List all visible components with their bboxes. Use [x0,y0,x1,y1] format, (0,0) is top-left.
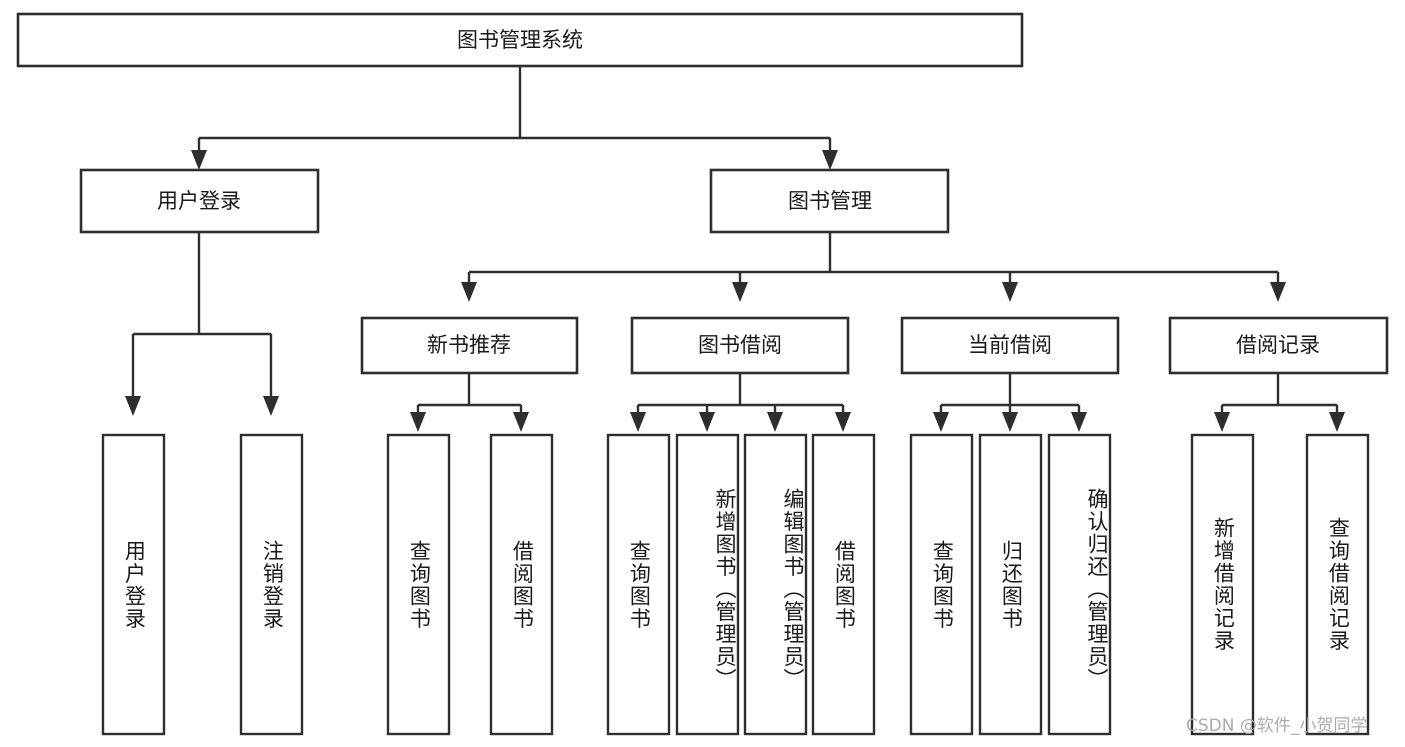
arrow-borrow-leaf-2 [699,412,715,432]
node-borrow-records[interactable]: 借阅记录 [1168,316,1389,375]
node-root-label: 图书管理系统 [457,28,583,52]
arrow-current-leaf-2 [1002,412,1018,432]
node-current-borrow[interactable]: 当前借阅 [900,316,1120,375]
leaf-box-borrow-edit[interactable] [743,433,808,736]
arrow-newbook-leaf-1 [410,412,426,432]
connector-userlogin-to-leaves [125,232,279,416]
arrow-current-leaf-1 [933,412,949,432]
node-book-management[interactable]: 图书管理 [709,168,950,234]
leaf-box-borrow-add[interactable] [675,433,740,736]
node-new-book-recommend[interactable]: 新书推荐 [360,316,579,375]
arrow-to-current-borrow [1002,282,1018,302]
leaf-box-newbook-query[interactable] [386,433,451,736]
arrow-newbook-leaf-2 [513,412,529,432]
arrow-to-user-login [191,150,207,170]
arrow-to-new-book [461,282,477,302]
leaf-box-borrow-lend[interactable] [811,433,876,736]
csdn-watermark: CSDN @软件_小贺同学 [1186,716,1368,736]
leaf-box-record-add[interactable] [1190,433,1255,736]
node-current-borrow-label: 当前借阅 [968,333,1052,357]
connector-root-to-level2 [191,66,838,170]
arrow-to-leaf-user-login [125,396,141,416]
arrow-to-book-borrow [732,282,748,302]
connector-current-to-leaves [933,373,1087,432]
connector-bookmgmt-to-level3 [461,232,1286,302]
node-book-management-label: 图书管理 [788,189,872,213]
arrow-records-leaf-1 [1214,412,1230,432]
connector-records-to-leaves [1214,373,1345,432]
node-borrow-records-label: 借阅记录 [1236,333,1320,357]
arrow-to-book-mgmt [822,150,838,170]
node-book-borrow-label: 图书借阅 [698,333,782,357]
node-new-book-recommend-label: 新书推荐 [427,333,511,357]
arrow-borrow-leaf-4 [835,412,851,432]
leaf-box-record-query[interactable] [1305,433,1370,736]
arrow-borrow-leaf-1 [630,412,646,432]
arrow-current-leaf-3 [1071,412,1087,432]
leaf-box-current-confirm[interactable] [1047,433,1112,736]
node-user-login[interactable]: 用户登录 [79,168,320,234]
leaf-box-borrow-query[interactable] [606,433,671,736]
arrow-borrow-leaf-3 [767,412,783,432]
leaf-box-newbook-borrow[interactable] [489,433,554,736]
connector-newbook-to-leaves [410,373,529,432]
leaf-box-current-query[interactable] [909,433,974,736]
arrow-to-borrow-records [1270,282,1286,302]
arrow-records-leaf-2 [1329,412,1345,432]
node-root[interactable]: 图书管理系统 [16,12,1024,68]
leaf-box-current-return[interactable] [978,433,1043,736]
leaf-box-logout[interactable] [239,433,304,736]
arrow-to-leaf-logout [263,396,279,416]
connector-bookborrow-to-leaves [630,373,851,432]
leaf-box-user-login[interactable] [101,433,166,736]
node-book-borrow[interactable]: 图书借阅 [630,316,850,375]
node-user-login-label: 用户登录 [157,189,241,213]
